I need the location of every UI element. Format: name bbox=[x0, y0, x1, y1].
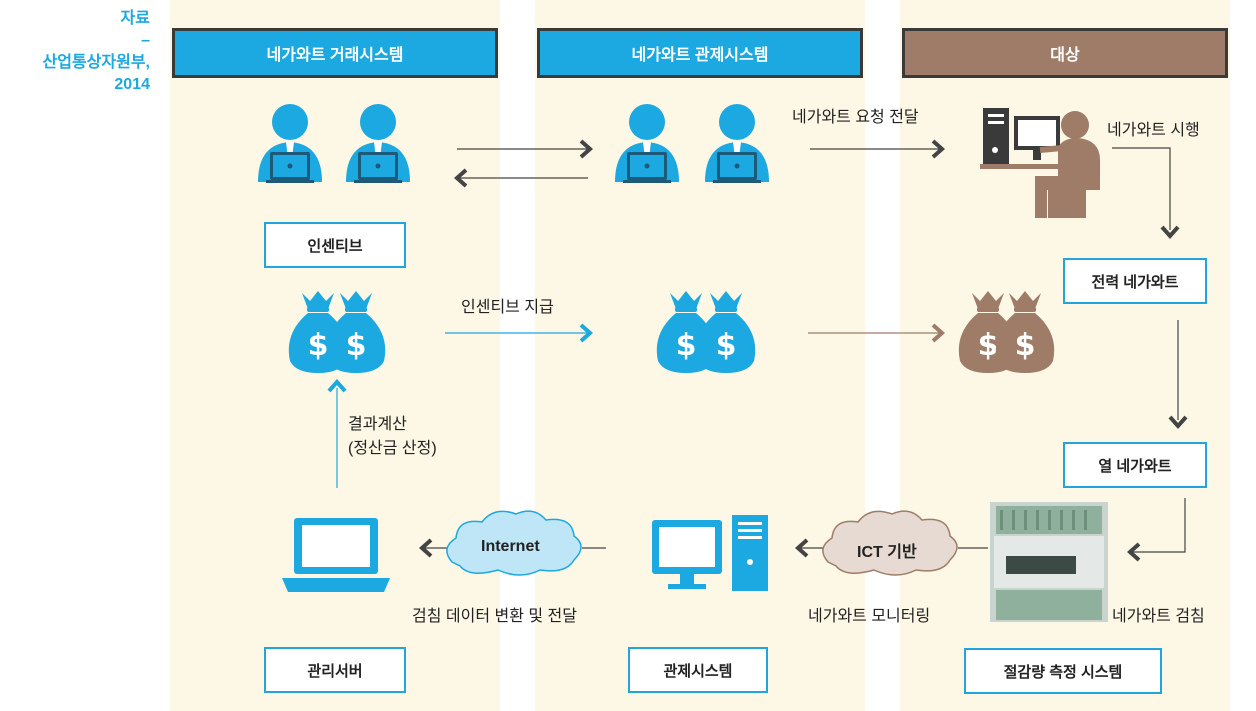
management-server-box: 관리서버 bbox=[264, 647, 406, 693]
money-bag-icon bbox=[696, 291, 756, 373]
saving-measurement-box: 절감량 측정 시스템 bbox=[964, 648, 1162, 694]
source-label: 자료 bbox=[120, 10, 150, 27]
ict-based-label: ICT 기반 bbox=[857, 544, 917, 561]
money-bag-icon bbox=[326, 291, 386, 373]
desktop-computer-icon bbox=[652, 515, 768, 591]
delivery-arrow bbox=[810, 139, 944, 159]
result-calc-arrow bbox=[327, 380, 347, 488]
trader-person-icon bbox=[346, 104, 410, 183]
incentive-payment-label: 인센티브 지급 bbox=[461, 299, 554, 316]
negawatt-reading-label: 네가와트 검침 bbox=[1112, 608, 1205, 625]
power-negawatt-box: 전력 네가와트 bbox=[1063, 258, 1207, 304]
header-target: 대상 bbox=[902, 28, 1228, 78]
internet-cloud-icon bbox=[420, 510, 606, 576]
smart-meter-image bbox=[990, 502, 1108, 622]
heat-to-meter-line bbox=[1128, 498, 1186, 562]
source-text-line1: 산업통상자원부, bbox=[42, 54, 151, 71]
desk-worker-icon bbox=[980, 108, 1100, 218]
negawatt-monitoring-label: 네가와트 모니터링 bbox=[808, 608, 931, 625]
incentive-transfer-arrow bbox=[808, 323, 944, 343]
internet-label: Internet bbox=[481, 538, 540, 555]
incentive-box: 인센티브 bbox=[264, 222, 406, 268]
power-to-heat-line bbox=[1168, 320, 1188, 428]
header-trading-system: 네가와트 거래시스템 bbox=[172, 28, 498, 78]
source-dash: – bbox=[141, 32, 150, 49]
source-caption: 자료 – 산업통상자원부, 2014 bbox=[0, 8, 151, 96]
negawatt-execution-label: 네가와트 시행 bbox=[1107, 122, 1200, 139]
heat-negawatt-box: 열 네가와트 bbox=[1063, 442, 1207, 488]
source-text-line2: 2014 bbox=[114, 76, 150, 93]
result-calc-label-line1: 결과계산 bbox=[348, 416, 407, 433]
response-arrow bbox=[455, 168, 588, 188]
data-transfer-label: 검침 데이터 변환 및 전달 bbox=[412, 608, 577, 625]
money-bag-icon bbox=[995, 291, 1055, 373]
result-calc-label-line2: (정산금 산정) bbox=[348, 440, 437, 457]
ict-cloud-icon bbox=[796, 510, 988, 576]
laptop-icon bbox=[282, 518, 390, 592]
control-system-box: 관제시스템 bbox=[628, 647, 768, 693]
trader-person-icon bbox=[258, 104, 322, 183]
execution-flow-line bbox=[1112, 147, 1180, 238]
incentive-payment-arrow bbox=[445, 323, 592, 343]
request-arrow bbox=[457, 139, 592, 159]
header-control-system: 네가와트 관제시스템 bbox=[537, 28, 863, 78]
operator-person-icon bbox=[615, 104, 679, 183]
request-delivery-label: 네가와트 요청 전달 bbox=[792, 109, 919, 126]
operator-person-icon bbox=[705, 104, 769, 183]
